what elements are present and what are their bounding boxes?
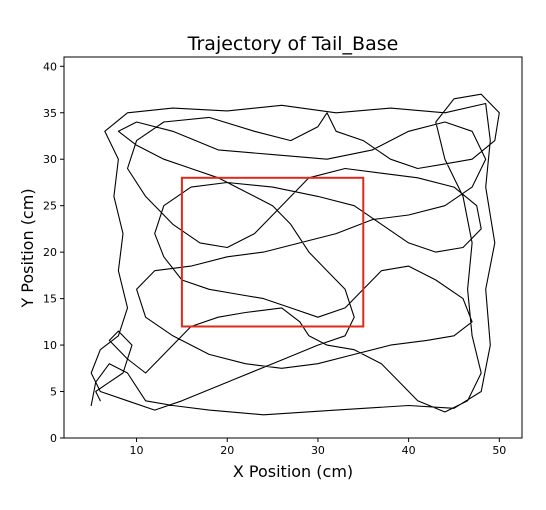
y-tick-label: 0 bbox=[50, 432, 57, 445]
x-tick-label: 40 bbox=[402, 444, 416, 457]
y-tick-label: 10 bbox=[43, 339, 57, 352]
y-tick-label: 40 bbox=[43, 60, 57, 73]
y-tick-label: 5 bbox=[50, 386, 57, 399]
x-tick-label: 20 bbox=[220, 444, 234, 457]
y-axis-ticks: 0 5 10 15 20 25 30 35 40 bbox=[43, 60, 64, 445]
x-tick-label: 10 bbox=[130, 444, 144, 457]
y-tick-label: 30 bbox=[43, 153, 57, 166]
y-tick-label: 15 bbox=[43, 293, 57, 306]
y-tick-label: 25 bbox=[43, 200, 57, 213]
x-tick-label: 30 bbox=[311, 444, 325, 457]
y-tick-label: 20 bbox=[43, 246, 57, 259]
chart-title: Trajectory of Tail_Base bbox=[187, 33, 399, 55]
trajectory-line bbox=[90, 93, 500, 416]
roi-rectangle bbox=[180, 176, 365, 328]
x-axis-label: X Position (cm) bbox=[233, 462, 353, 481]
x-tick-label: 50 bbox=[492, 444, 506, 457]
axes-frame bbox=[63, 56, 523, 439]
y-axis-label: Y Position (cm) bbox=[18, 188, 37, 308]
plot-area bbox=[90, 93, 500, 416]
y-tick-label: 35 bbox=[43, 107, 57, 120]
x-axis-ticks: 10 20 30 40 50 bbox=[130, 438, 506, 457]
